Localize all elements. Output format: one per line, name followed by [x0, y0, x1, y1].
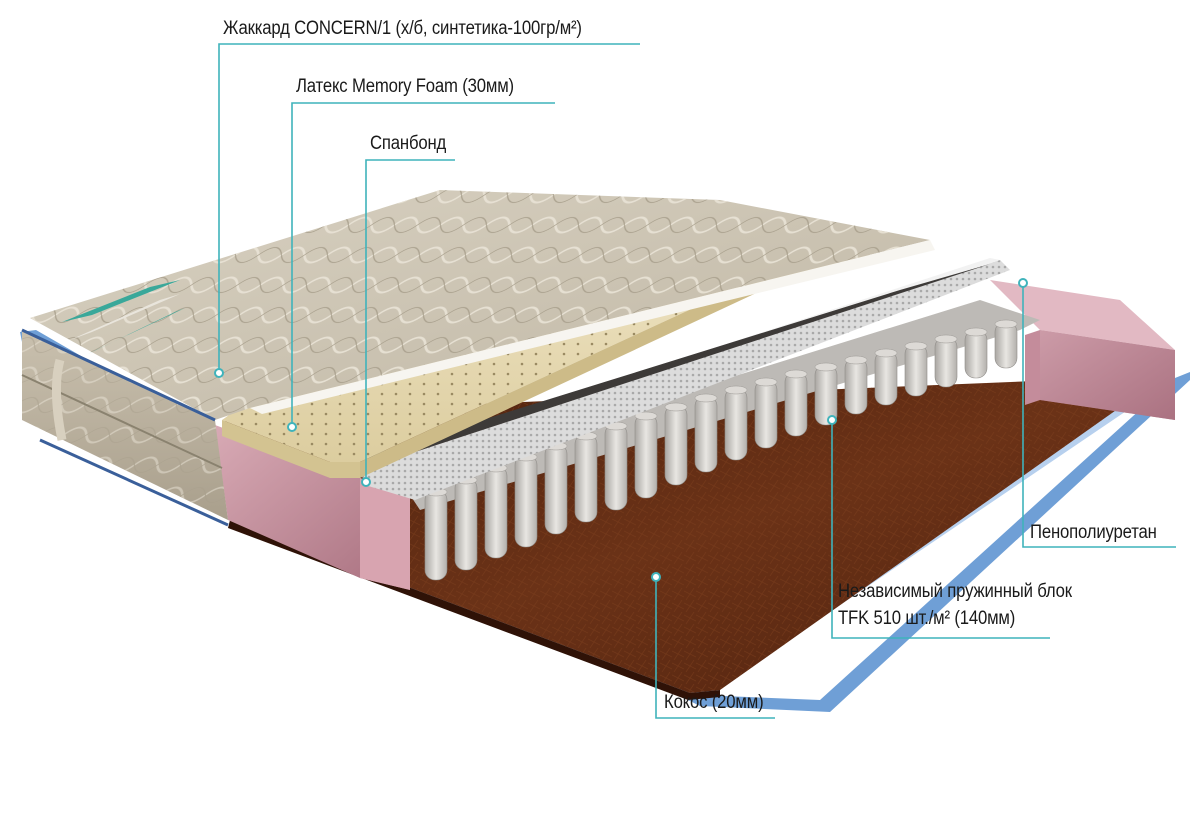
marker-polyurethane-icon — [1018, 278, 1028, 288]
leader-jacquard — [218, 43, 640, 373]
marker-spunbond-icon — [361, 477, 371, 487]
marker-coconut-icon — [651, 572, 661, 582]
callout-leaders — [218, 43, 1176, 719]
polyurethane-foam-left — [215, 425, 410, 590]
leader-polyurethane — [1022, 283, 1176, 548]
leader-spring-block — [831, 420, 1050, 639]
jacquard-cover — [21, 190, 935, 527]
callout-coconut: Кокос (20мм) — [664, 692, 764, 713]
marker-latex-icon — [287, 422, 297, 432]
leader-coconut — [655, 577, 775, 719]
callout-latex: Латекс Memory Foam (30мм) — [296, 76, 514, 97]
callout-markers — [214, 278, 1028, 582]
leader-spunbond — [365, 159, 455, 482]
marker-spring-block-icon — [827, 415, 837, 425]
spunbond-layer — [355, 258, 1010, 500]
leader-latex — [291, 102, 555, 427]
callout-spring-block-line2: TFK 510 шт./м² (140мм) — [838, 608, 1016, 629]
callout-spring-block-line1: Независимый пружинный блок — [838, 581, 1072, 602]
callout-spunbond: Спанбонд — [370, 133, 447, 154]
spring-block — [400, 300, 1040, 581]
polyurethane-foam-right — [990, 280, 1175, 420]
marker-jacquard-icon — [214, 368, 224, 378]
callout-jacquard: Жаккард CONCERN/1 (х/б, синтетика-100гр/… — [223, 18, 582, 39]
callout-polyurethane: Пенополиуретан — [1030, 522, 1157, 543]
